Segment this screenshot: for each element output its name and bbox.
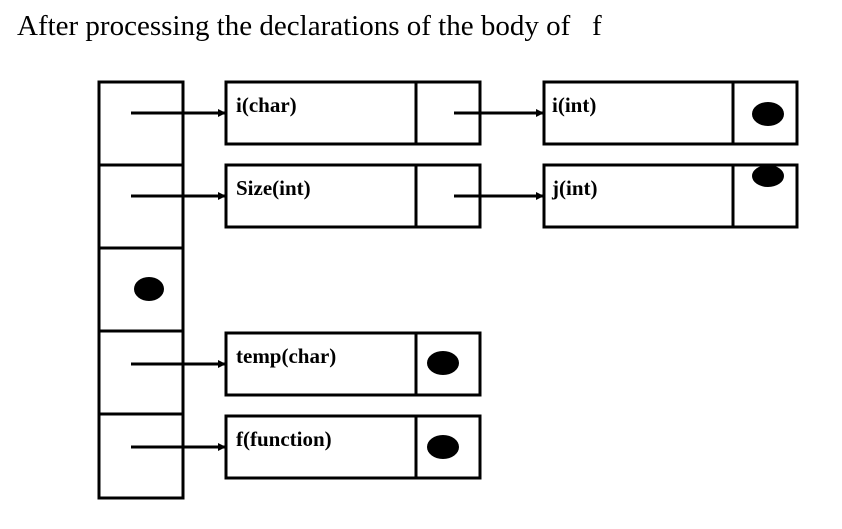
node-label: j(int) bbox=[551, 176, 598, 200]
null-pointer-dot bbox=[134, 277, 164, 301]
null-pointer-dot bbox=[752, 102, 784, 126]
bucket-slot-0 bbox=[97, 80, 185, 167]
node-temp-char: temp(char) bbox=[224, 331, 482, 397]
node-box bbox=[224, 331, 482, 397]
node-label: i(int) bbox=[552, 93, 596, 117]
node-box bbox=[542, 163, 799, 229]
bucket-arrows bbox=[131, 109, 226, 451]
diagram-title: After processing the declarations of the… bbox=[17, 10, 602, 42]
node-size-int: Size(int) bbox=[224, 163, 482, 229]
null-pointer-dot bbox=[427, 351, 459, 375]
node-label: i(char) bbox=[236, 93, 297, 117]
chain-arrows bbox=[454, 109, 544, 200]
node-i-int: i(int) bbox=[542, 80, 799, 146]
node-box bbox=[224, 414, 482, 480]
node-label: f(function) bbox=[236, 427, 332, 451]
null-pointer-dot bbox=[427, 435, 459, 459]
node-label: temp(char) bbox=[236, 344, 336, 368]
bucket-table bbox=[97, 80, 185, 500]
null-pointer-dot bbox=[752, 165, 784, 187]
node-j-int: j(int) bbox=[542, 163, 799, 229]
node-i-char: i(char) bbox=[224, 80, 482, 146]
node-label: Size(int) bbox=[236, 176, 311, 200]
bucket-slot-3 bbox=[97, 329, 185, 416]
node-f-function: f(function) bbox=[224, 414, 482, 480]
node-box bbox=[542, 80, 799, 146]
bucket-slot-4 bbox=[97, 412, 185, 500]
bucket-slot-1 bbox=[97, 163, 185, 250]
